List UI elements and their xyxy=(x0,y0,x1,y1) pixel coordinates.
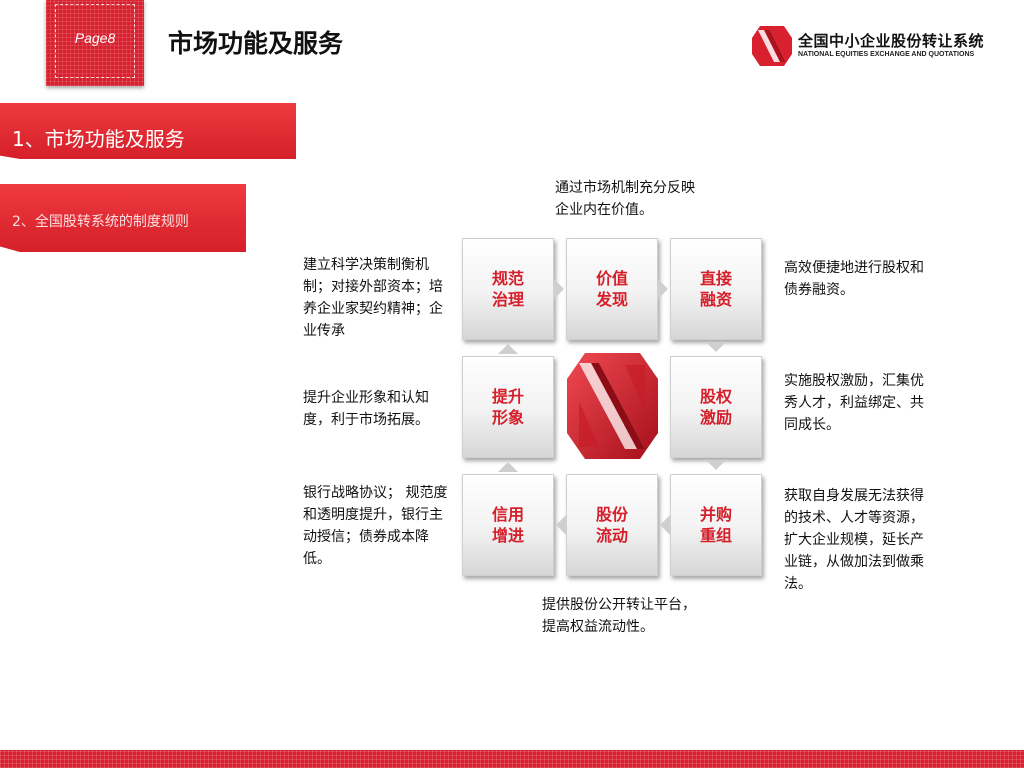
cell-label: 价值发现 xyxy=(595,269,628,309)
section-next[interactable]: 2、全国股转系统的制度规则 xyxy=(0,184,246,252)
cell-label: 并购重组 xyxy=(699,505,732,545)
page-badge: Page8 xyxy=(46,0,144,86)
desc-direct-financing: 高效便捷地进行股权和债券融资。 xyxy=(784,260,924,298)
desc-governance: 建立科学决策制衡机制；对接外部资本；培养企业家契约精神；企业传承 xyxy=(303,257,443,339)
brand-name-cn: 全国中小企业股份转让系统 xyxy=(798,32,985,50)
desc-merger: 获取自身发展无法获得的技术、人才等资源，扩大企业规模，延长产业链，从做加法到做乘… xyxy=(784,488,924,592)
page-badge-border xyxy=(55,4,135,78)
cell-label: 股权激励 xyxy=(699,387,732,427)
center-logo-icon xyxy=(567,353,658,459)
cell-credit-enhance: 信用增进 xyxy=(462,474,554,576)
cell-label: 提升形象 xyxy=(491,387,524,427)
cell-direct-financing: 直接融资 xyxy=(670,238,762,340)
cell-value-discovery: 价值发现 xyxy=(566,238,658,340)
cell-share-liquidity: 股份流动 xyxy=(566,474,658,576)
section-current-label: 1、市场功能及服务 xyxy=(12,127,185,151)
arrow-right-icon xyxy=(658,279,668,299)
cell-label: 信用增进 xyxy=(491,505,524,545)
page-title: 市场功能及服务 xyxy=(168,29,344,58)
function-diagram: 规范治理 价值发现 直接融资 提升形象 股权激励 信用增进 股份流动 并购重组 xyxy=(462,238,764,576)
cell-label: 股份流动 xyxy=(595,505,628,545)
desc-credit-enhance: 银行战略协议； 规范度和透明度提升，银行主动授信；债券成本降低。 xyxy=(303,485,448,567)
arrow-up-icon xyxy=(498,344,518,354)
desc-equity-incentive: 实施股权激励，汇集优秀人才，利益绑定、共同成长。 xyxy=(784,373,924,433)
section-next-label: 2、全国股转系统的制度规则 xyxy=(12,214,189,230)
brand: 全国中小企业股份转让系统 NATIONAL EQUITIES EXCHANGE … xyxy=(752,24,1002,70)
cell-merger: 并购重组 xyxy=(670,474,762,576)
arrow-right-icon xyxy=(554,279,564,299)
desc-share-liquidity: 提供股份公开转让平台，提高权益流动性。 xyxy=(542,597,696,635)
cell-label: 规范治理 xyxy=(491,269,524,309)
desc-image-enhance: 提升企业形象和认知度，利于市场拓展。 xyxy=(303,390,429,428)
brand-logo-icon xyxy=(752,26,792,66)
cell-label: 直接融资 xyxy=(699,269,732,309)
cell-equity-incentive: 股权激励 xyxy=(670,356,762,458)
page-number: Page8 xyxy=(74,30,116,46)
cell-governance: 规范治理 xyxy=(462,238,554,340)
arrow-up-icon xyxy=(498,462,518,472)
arrow-left-icon xyxy=(556,515,566,535)
arrow-left-icon xyxy=(660,515,670,535)
arrow-down-icon xyxy=(706,460,726,470)
section-current[interactable]: 1、市场功能及服务 xyxy=(0,103,296,159)
footer-band xyxy=(0,750,1024,768)
desc-value-discovery: 通过市场机制充分反映企业内在价值。 xyxy=(555,180,695,218)
cell-image-enhance: 提升形象 xyxy=(462,356,554,458)
arrow-down-icon xyxy=(706,342,726,352)
brand-name-en: NATIONAL EQUITIES EXCHANGE AND QUOTATION… xyxy=(798,51,975,58)
